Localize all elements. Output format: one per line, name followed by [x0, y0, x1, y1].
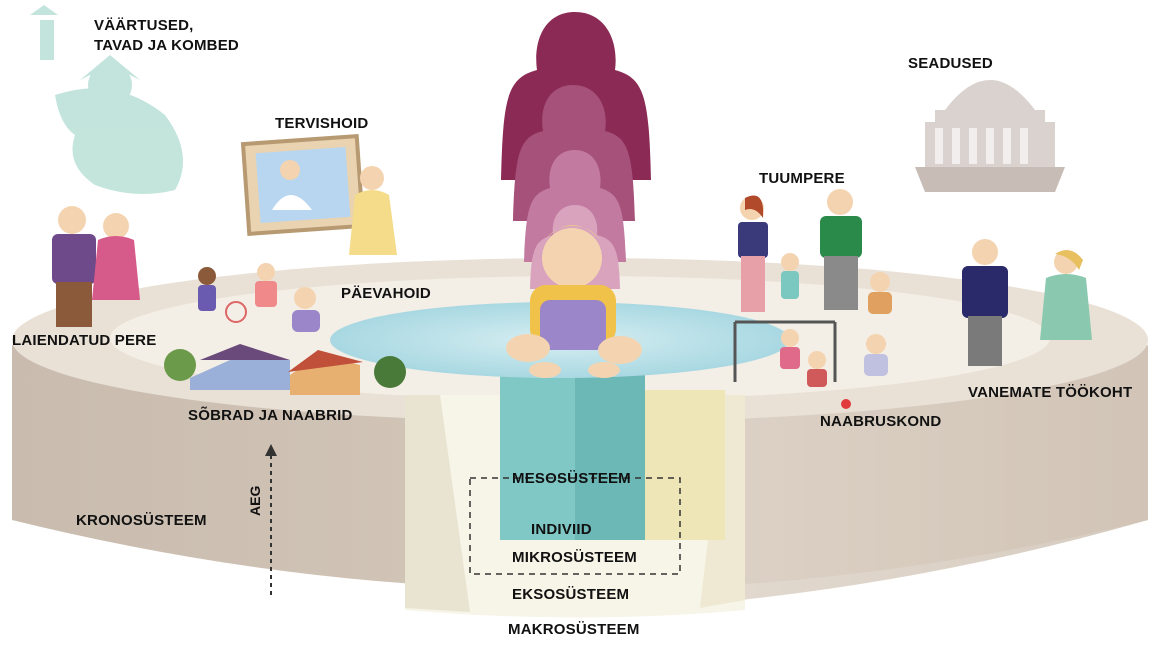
cutaway-wedge	[405, 370, 745, 618]
label-values: VÄÄRTUSED,	[94, 16, 194, 35]
label-daycare: PÄEVAHOID	[341, 284, 431, 303]
label-individual: INDIVIID	[531, 520, 592, 539]
label-chronosystem: KRONOSÜSTEEM	[76, 511, 207, 530]
label-extended-family: LAIENDATUD PERE	[12, 331, 156, 350]
label-parents-workplace: VANEMATE TÖÖKOHT	[968, 383, 1132, 402]
label-nuclear-family: TUUMPERE	[759, 169, 845, 188]
label-laws: SEADUSED	[908, 54, 993, 73]
label-values-line2: TAVAD JA KOMBED	[94, 36, 239, 55]
label-microsystem: MIKROSÜSTEEM	[512, 548, 637, 567]
label-healthcare: TERVISHOID	[275, 114, 368, 133]
label-neighborhood: NAABRUSKOND	[820, 412, 941, 431]
label-macrosystem: MAKROSÜSTEEM	[508, 620, 640, 639]
label-mesosystem: MESOSÜSTEEM	[512, 469, 631, 488]
exosystem-column	[645, 390, 725, 540]
capitol-building-icon	[915, 80, 1065, 192]
label-exosystem: EKSOSÜSTEEM	[512, 585, 629, 604]
label-time: AEG	[247, 486, 263, 516]
healthcare-picture-icon	[243, 136, 397, 255]
label-friends-neighbors: SÕBRAD JA NAABRID	[188, 406, 353, 425]
